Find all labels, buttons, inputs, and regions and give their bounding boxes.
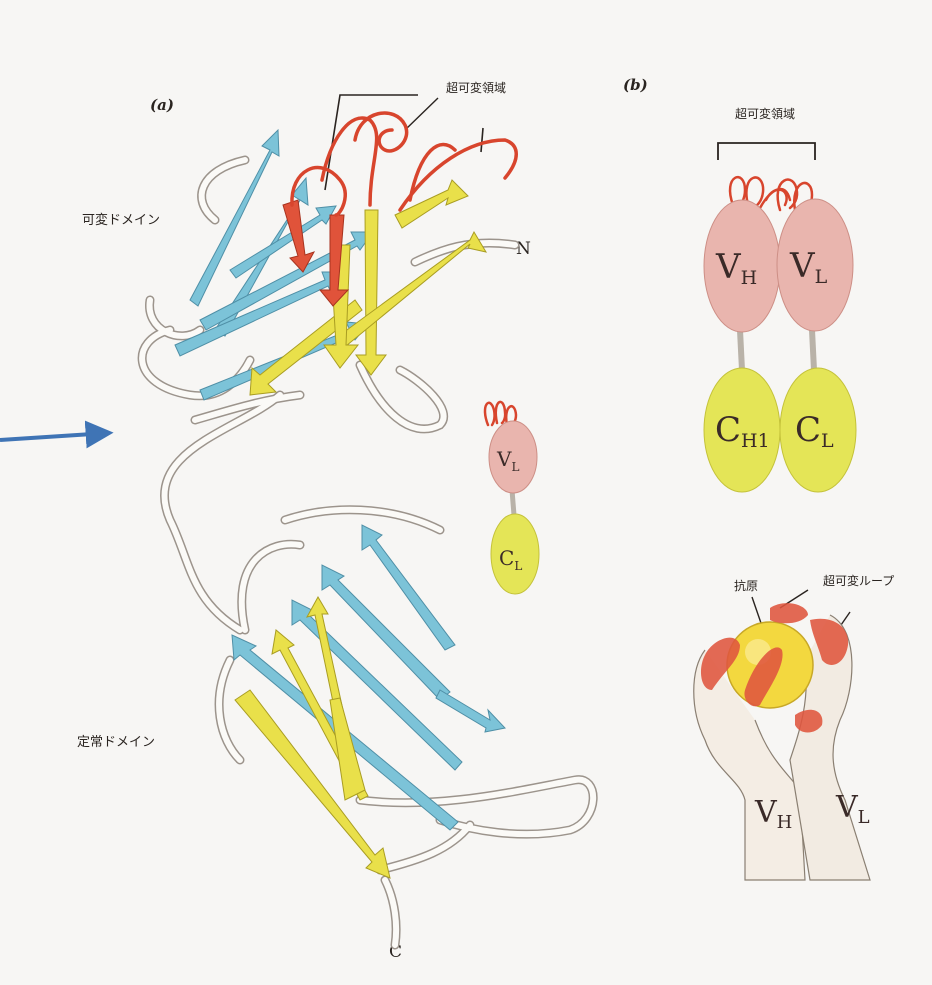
- hand-vl-label: VL: [835, 790, 870, 828]
- constant-domain-yellow-strands: [235, 597, 390, 878]
- constant-domain-label: 定常ドメイン: [77, 735, 155, 750]
- light-chain-schematic: VL CL: [485, 402, 539, 594]
- panel-b: (b) 超可変領域 VH VL CH1 CL: [623, 76, 856, 492]
- hypervariable-region-label-b: 超可変領域: [735, 106, 795, 121]
- vl-domain: [777, 199, 853, 331]
- variable-domain-label: 可変ドメイン: [82, 212, 160, 228]
- hypervariable-loop-label: 超可変ループ: [823, 573, 894, 588]
- hypervariable-region-label-a: 超可変領域: [446, 80, 506, 95]
- panel-b-label: (b): [623, 76, 648, 94]
- hypervariable-bracket: [718, 143, 815, 160]
- antigen-label: 抗原: [734, 578, 758, 593]
- panel-a-label: (a): [150, 96, 174, 114]
- constant-domain-blue-strands: [232, 525, 505, 830]
- hand-antigen-illustration: 抗原 超可変ループ VH VL: [694, 573, 895, 880]
- annotation-arrow: [0, 433, 108, 440]
